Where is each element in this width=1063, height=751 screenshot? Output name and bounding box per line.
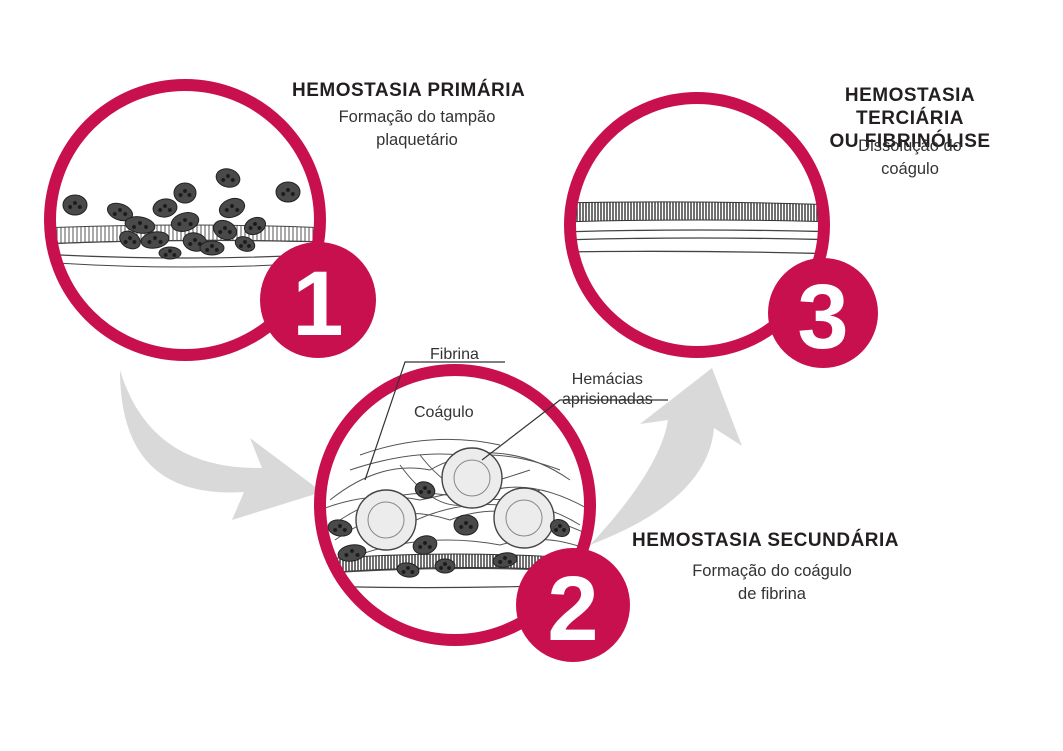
stage-3-desc-line-2: coágulo (881, 160, 939, 178)
stage-2-desc-line-2: de fibrina (738, 585, 806, 603)
stage-2-badge (516, 548, 630, 662)
coagulo-label: Coágulo (414, 404, 474, 421)
stage-3-description: Dissolução do coágulo (820, 135, 1000, 181)
stage-3-number: 3 (797, 266, 848, 368)
fibrina-leader (364, 361, 505, 481)
stage-3-title-line-2: OU FIBRINÓLISE (829, 131, 991, 152)
hemacias-label-line-2: aprisionadas (562, 391, 653, 408)
stage-1-description: Formação do tampão plaquetário (317, 106, 517, 152)
stage-3-desc-line-1: Dissolução do (858, 137, 962, 155)
stage-1-title: HEMOSTASIA PRIMÁRIA (292, 80, 526, 101)
stage-2-description: Formação do coágulo de fibrina (672, 560, 872, 606)
stage-3-title: HEMOSTASIA TERCIÁRIA OU FIBRINÓLISE (790, 84, 1030, 153)
stage-1-badge (260, 242, 376, 358)
stage-3-badge (768, 258, 878, 368)
stage-1-desc-line-2: plaquetário (376, 131, 458, 149)
arrow-2-to-3 (590, 368, 742, 545)
fibrin-strand (329, 454, 561, 501)
stage-2-desc-line-1: Formação do coágulo (692, 562, 852, 580)
hemacias-leader (481, 399, 668, 461)
stage-1-desc-line-1: Formação do tampão (338, 108, 496, 126)
stage-1-number: 1 (292, 253, 343, 355)
hemacias-label: Hemácias aprisionadas (562, 370, 653, 410)
arrow-1-to-2 (120, 370, 322, 520)
fibrina-label: Fibrina (430, 346, 479, 363)
stage-2-circle (314, 364, 630, 662)
stage-3-circle (564, 92, 878, 368)
stage-2-title: HEMOSTASIA SECUNDÁRIA (632, 530, 900, 551)
fibrin-strand (359, 438, 501, 456)
stage-2-number: 2 (547, 558, 598, 660)
trapped-red-cells (355, 447, 555, 551)
hemacias-label-line-1: Hemácias (571, 371, 643, 388)
stage-3-title-line-1: HEMOSTASIA TERCIÁRIA (844, 85, 976, 129)
stage-1-circle (44, 79, 376, 361)
